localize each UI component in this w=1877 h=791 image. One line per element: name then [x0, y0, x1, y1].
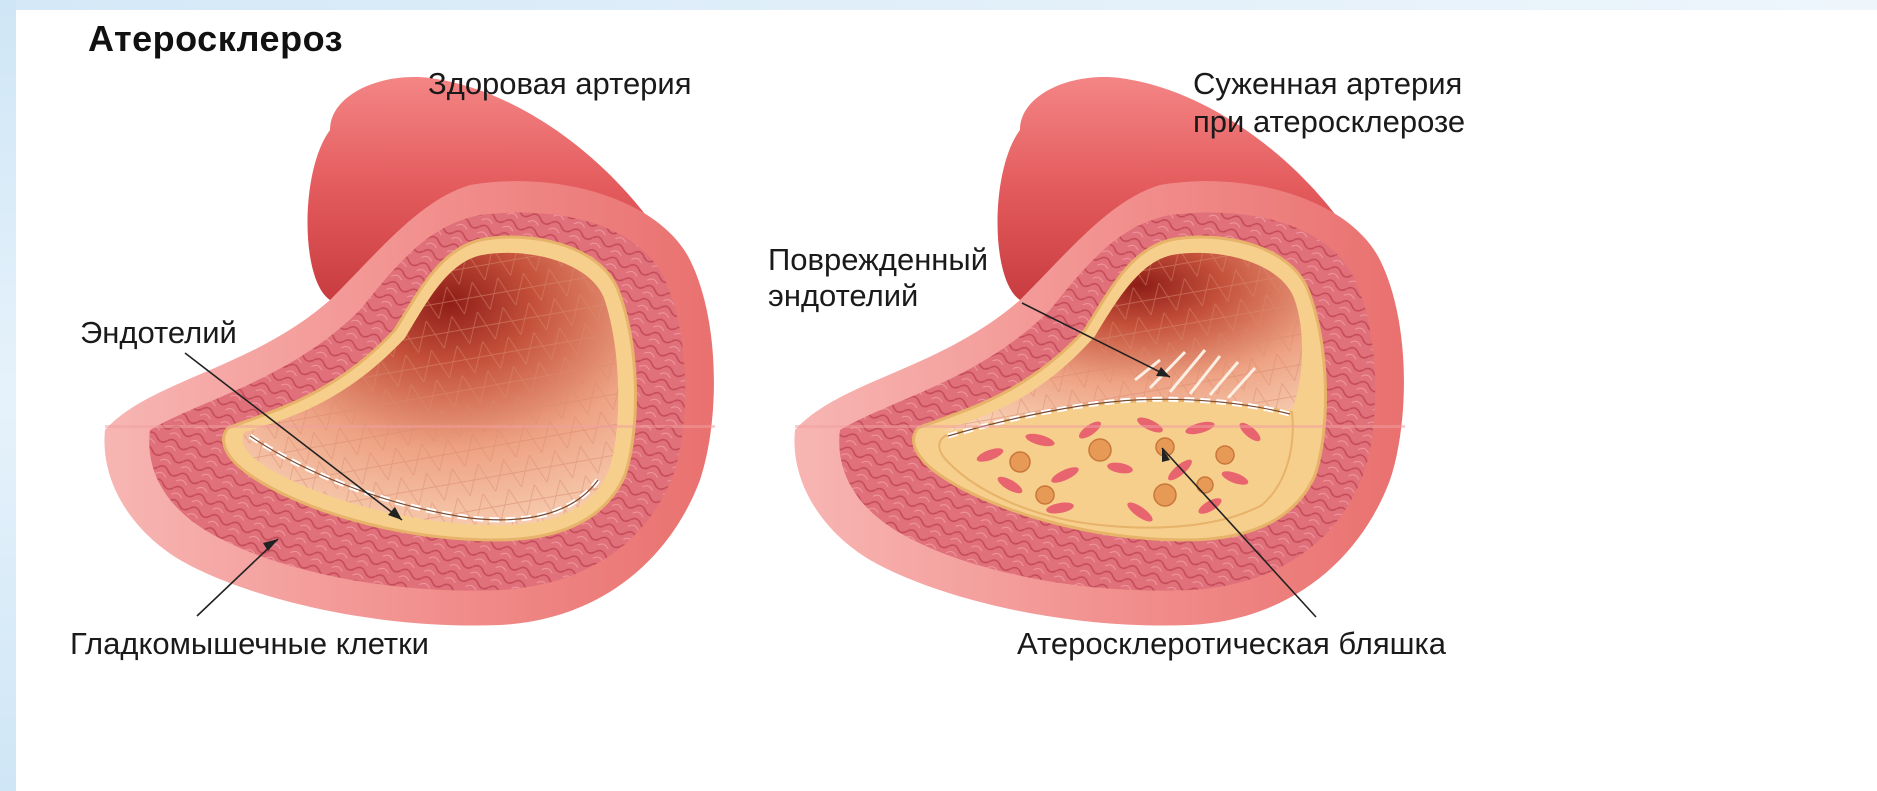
label-smooth-muscle-cells: Гладкомышечные клетки	[70, 624, 429, 663]
label-healthy-artery: Здоровая артерия	[428, 64, 692, 103]
narrowed-artery-illustration	[794, 77, 1405, 625]
label-atherosclerotic-plaque: Атеросклеротическая бляшка	[1017, 624, 1446, 663]
diagram-title: Атеросклероз	[88, 18, 343, 60]
label-narrowed-artery-line2: при атеросклерозе	[1193, 102, 1465, 141]
label-endothelium: Эндотелий	[80, 313, 237, 352]
label-damaged-endothelium-line1: Поврежденный	[768, 240, 988, 279]
label-damaged-endothelium-line2: эндотелий	[768, 276, 918, 315]
label-narrowed-artery-line1: Суженная артерия	[1193, 64, 1462, 103]
